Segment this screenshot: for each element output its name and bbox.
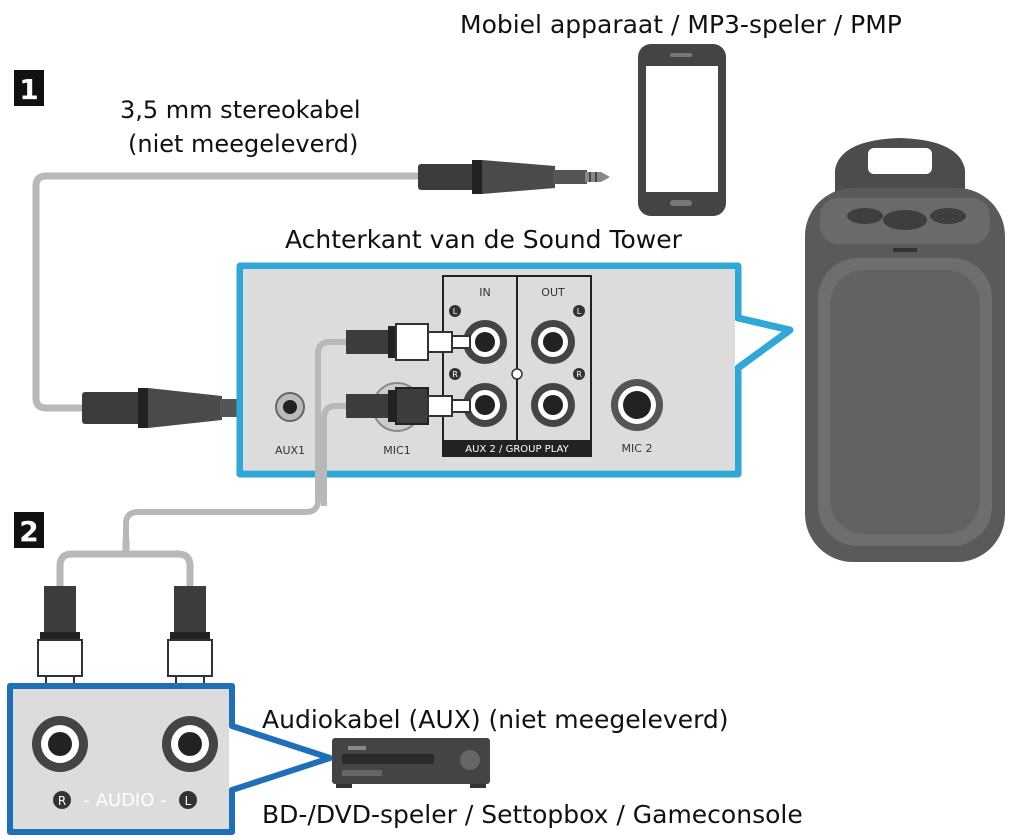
- group-play-label: AUX 2 / GROUP PLAY: [465, 444, 569, 455]
- mic2-label: MIC 2: [622, 442, 653, 455]
- step-badge-1-text: 1: [19, 73, 38, 106]
- rear-panel-label: Achterkant van de Sound Tower: [285, 225, 683, 254]
- rca-plug-in-r: [346, 387, 471, 425]
- l-marker-in: L: [449, 305, 461, 317]
- dvd-player: [332, 738, 490, 788]
- source-r-text: R: [58, 794, 66, 808]
- jack-in-l: [463, 320, 507, 364]
- aux1-jack: [275, 392, 305, 422]
- cable-35-label: 3,5 mm stereokabel: [120, 96, 361, 124]
- source-r-marker: R: [53, 791, 71, 809]
- jack-out-r: [531, 383, 575, 427]
- jack-in-r: [463, 383, 507, 427]
- r-marker-in-text: R: [452, 370, 458, 379]
- mobile-phone: [638, 44, 726, 216]
- sound-tower: [805, 138, 1005, 562]
- source-jack-r: [32, 716, 88, 772]
- cable-35-wire: [32, 172, 420, 412]
- step-badge-1: 1: [14, 70, 44, 106]
- cable-aux-label: Audiokabel (AUX) (niet meegeleverd): [262, 705, 729, 734]
- source-audio-label: - AUDIO -: [83, 790, 166, 811]
- mic2-jack: [611, 379, 663, 431]
- rca-wire-top: [123, 339, 348, 540]
- l-marker-out-text: L: [577, 307, 582, 316]
- rca-wire-split: [56, 540, 194, 588]
- out-label: OUT: [541, 286, 565, 299]
- step-badge-2: 2: [14, 512, 44, 548]
- l-marker-in-text: L: [453, 307, 458, 316]
- jack-out-l: [531, 320, 575, 364]
- device-top-label: Mobiel apparaat / MP3-speler / PMP: [460, 10, 902, 39]
- cable-35-note: (niet meegeleverd): [128, 130, 358, 158]
- l-marker-out: L: [573, 305, 585, 317]
- aux2-group-block: [442, 275, 592, 457]
- rca-plug-in-l: [346, 323, 471, 361]
- plug-35-top: [418, 160, 610, 194]
- source-jack-l: [162, 716, 218, 772]
- rca-wire-bottom: [321, 403, 348, 506]
- source-l-text: L: [185, 794, 192, 808]
- in-label: IN: [479, 286, 490, 299]
- device-bottom-label: BD-/DVD-speler / Settopbox / Gameconsole: [262, 800, 803, 829]
- r-marker-in: R: [449, 368, 461, 380]
- step-badge-2-text: 2: [19, 515, 38, 548]
- aux1-label: AUX1: [275, 444, 305, 457]
- r-marker-out-text: R: [576, 370, 582, 379]
- mic1-label: MIC1: [383, 444, 410, 457]
- source-l-marker: L: [179, 791, 197, 809]
- r-marker-out: R: [573, 368, 585, 380]
- center-dot: [511, 368, 523, 380]
